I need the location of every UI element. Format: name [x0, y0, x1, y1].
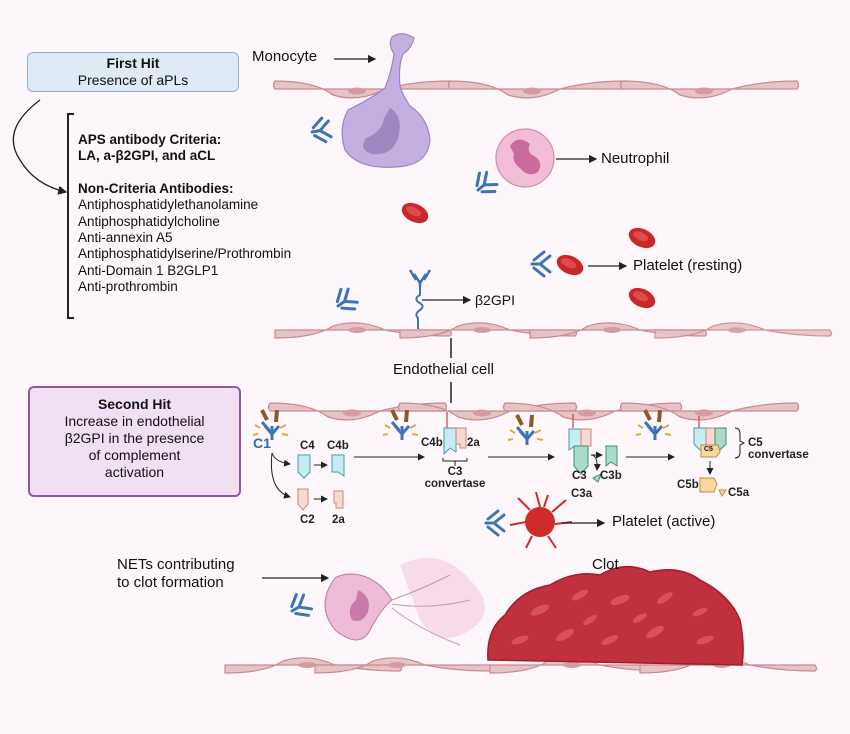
nets-label-line: NETs contributing [117, 556, 235, 573]
c5-convertase-label: C5 convertase [748, 437, 809, 461]
c2-label: C2 [300, 514, 315, 526]
c4b-label: C4b [327, 440, 349, 452]
c5-convertase-line: C5 [748, 437, 763, 449]
second-hit-line: of complement [88, 447, 181, 463]
c3b-label: C3b [600, 470, 622, 482]
c3-convertase-icon [442, 412, 468, 466]
second-hit-box: Second Hit Increase in endothelial β2GPI… [28, 386, 241, 497]
platelet-resting-icon [625, 283, 659, 313]
neutrophil-cell [495, 128, 555, 188]
platelet-active-label: Platelet (active) [612, 513, 716, 530]
platelet-resting-label: Platelet (resting) [633, 257, 743, 274]
criteria-bracket [67, 113, 74, 319]
antibody-icon [329, 284, 362, 318]
first-hit-subtitle: Presence of aPLs [77, 72, 189, 88]
c1-to-c4-arrow [271, 452, 291, 467]
platelet-active-icon [509, 491, 573, 549]
c3-convertase-label: C3 convertase [421, 466, 489, 490]
antibody-icon [484, 509, 506, 537]
c4-label: C4 [300, 440, 315, 452]
antibody-icon [530, 250, 552, 278]
criteria-heading: APS antibody Criteria: [78, 132, 222, 147]
criteria-line: LA, a-β2GPI, and aCL [78, 148, 216, 164]
c5-label: C5 [704, 446, 713, 453]
second-hit-line: β2GPI in the presence [64, 430, 205, 446]
antibody-criteria-list: APS antibody Criteria: LA, a-β2GPI, and … [78, 132, 291, 296]
c2a-convertase-label: 2a [467, 437, 480, 449]
platelet-resting-icon [553, 250, 587, 280]
c5-convertase-icon [693, 416, 746, 497]
nets-icon [324, 557, 485, 646]
antibody-icon [468, 167, 502, 201]
c3-convertase-line: convertase [424, 478, 486, 490]
monocyte-cell [341, 33, 431, 168]
non-criteria-item: Antiphosphatidylcholine [78, 213, 220, 229]
platelet-resting-icon [625, 223, 659, 253]
c4-icon [297, 454, 311, 479]
c3-cleavage-icon [568, 414, 618, 483]
c3a-label: C3a [571, 488, 593, 500]
c5a-label: C5a [728, 487, 750, 499]
c4b-convertase-label: C4b [421, 437, 443, 449]
antibody-icon [308, 115, 334, 146]
second-hit-title: Second Hit [97, 396, 172, 412]
b2gpi-label: β2GPI [475, 292, 515, 308]
clot-label: Clot [592, 556, 619, 573]
non-criteria-item: Antiphosphatidylethanolamine [78, 197, 259, 213]
c1-complex-icon [381, 408, 420, 442]
endothelial-label: Endothelial cell [393, 361, 494, 378]
c2-icon [297, 488, 309, 511]
b2gpi-icon [408, 269, 432, 329]
first-hit-box: First Hit Presence of aPLs [27, 52, 239, 92]
non-criteria-item: Anti-prothrombin [78, 279, 178, 295]
c1-to-c2-arrow [270, 452, 291, 499]
antibody-icon [284, 590, 316, 623]
c5b-label: C5b [677, 479, 699, 491]
monocyte-label: Monocyte [252, 48, 318, 65]
c3-convertase-line: C3 [447, 466, 463, 478]
second-hit-line: activation [104, 464, 165, 480]
first-hit-title: First Hit [106, 55, 160, 71]
c4b-icon [331, 454, 345, 477]
vessel-wall-middle [274, 322, 833, 339]
c1-label: C1 [253, 435, 271, 451]
non-criteria-item: Anti-Domain 1 B2GLP1 [78, 262, 219, 278]
clot-icon [487, 566, 744, 666]
non-criteria-heading: Non-Criteria Antibodies: [78, 180, 234, 196]
nets-label: NETs contributing to clot formation [117, 556, 235, 592]
c5-convertase-line: convertase [748, 449, 809, 461]
c2a-icon [333, 490, 344, 509]
neutrophil-label: Neutrophil [601, 150, 670, 167]
second-hit-line: Increase in endothelial [64, 413, 205, 429]
platelet-resting-icon [398, 198, 432, 228]
first-hit-arrow [12, 99, 68, 195]
nets-label-line: to clot formation [117, 574, 224, 591]
c2a-label: 2a [332, 514, 345, 526]
non-criteria-item: Antiphosphatidylserine/Prothrombin [78, 246, 292, 262]
non-criteria-item: Anti-annexin A5 [78, 230, 173, 246]
c1-complex-icon [506, 413, 545, 447]
c1-complex-icon [634, 408, 673, 442]
vessel-wall-top [272, 80, 800, 99]
c3-label: C3 [572, 470, 587, 482]
